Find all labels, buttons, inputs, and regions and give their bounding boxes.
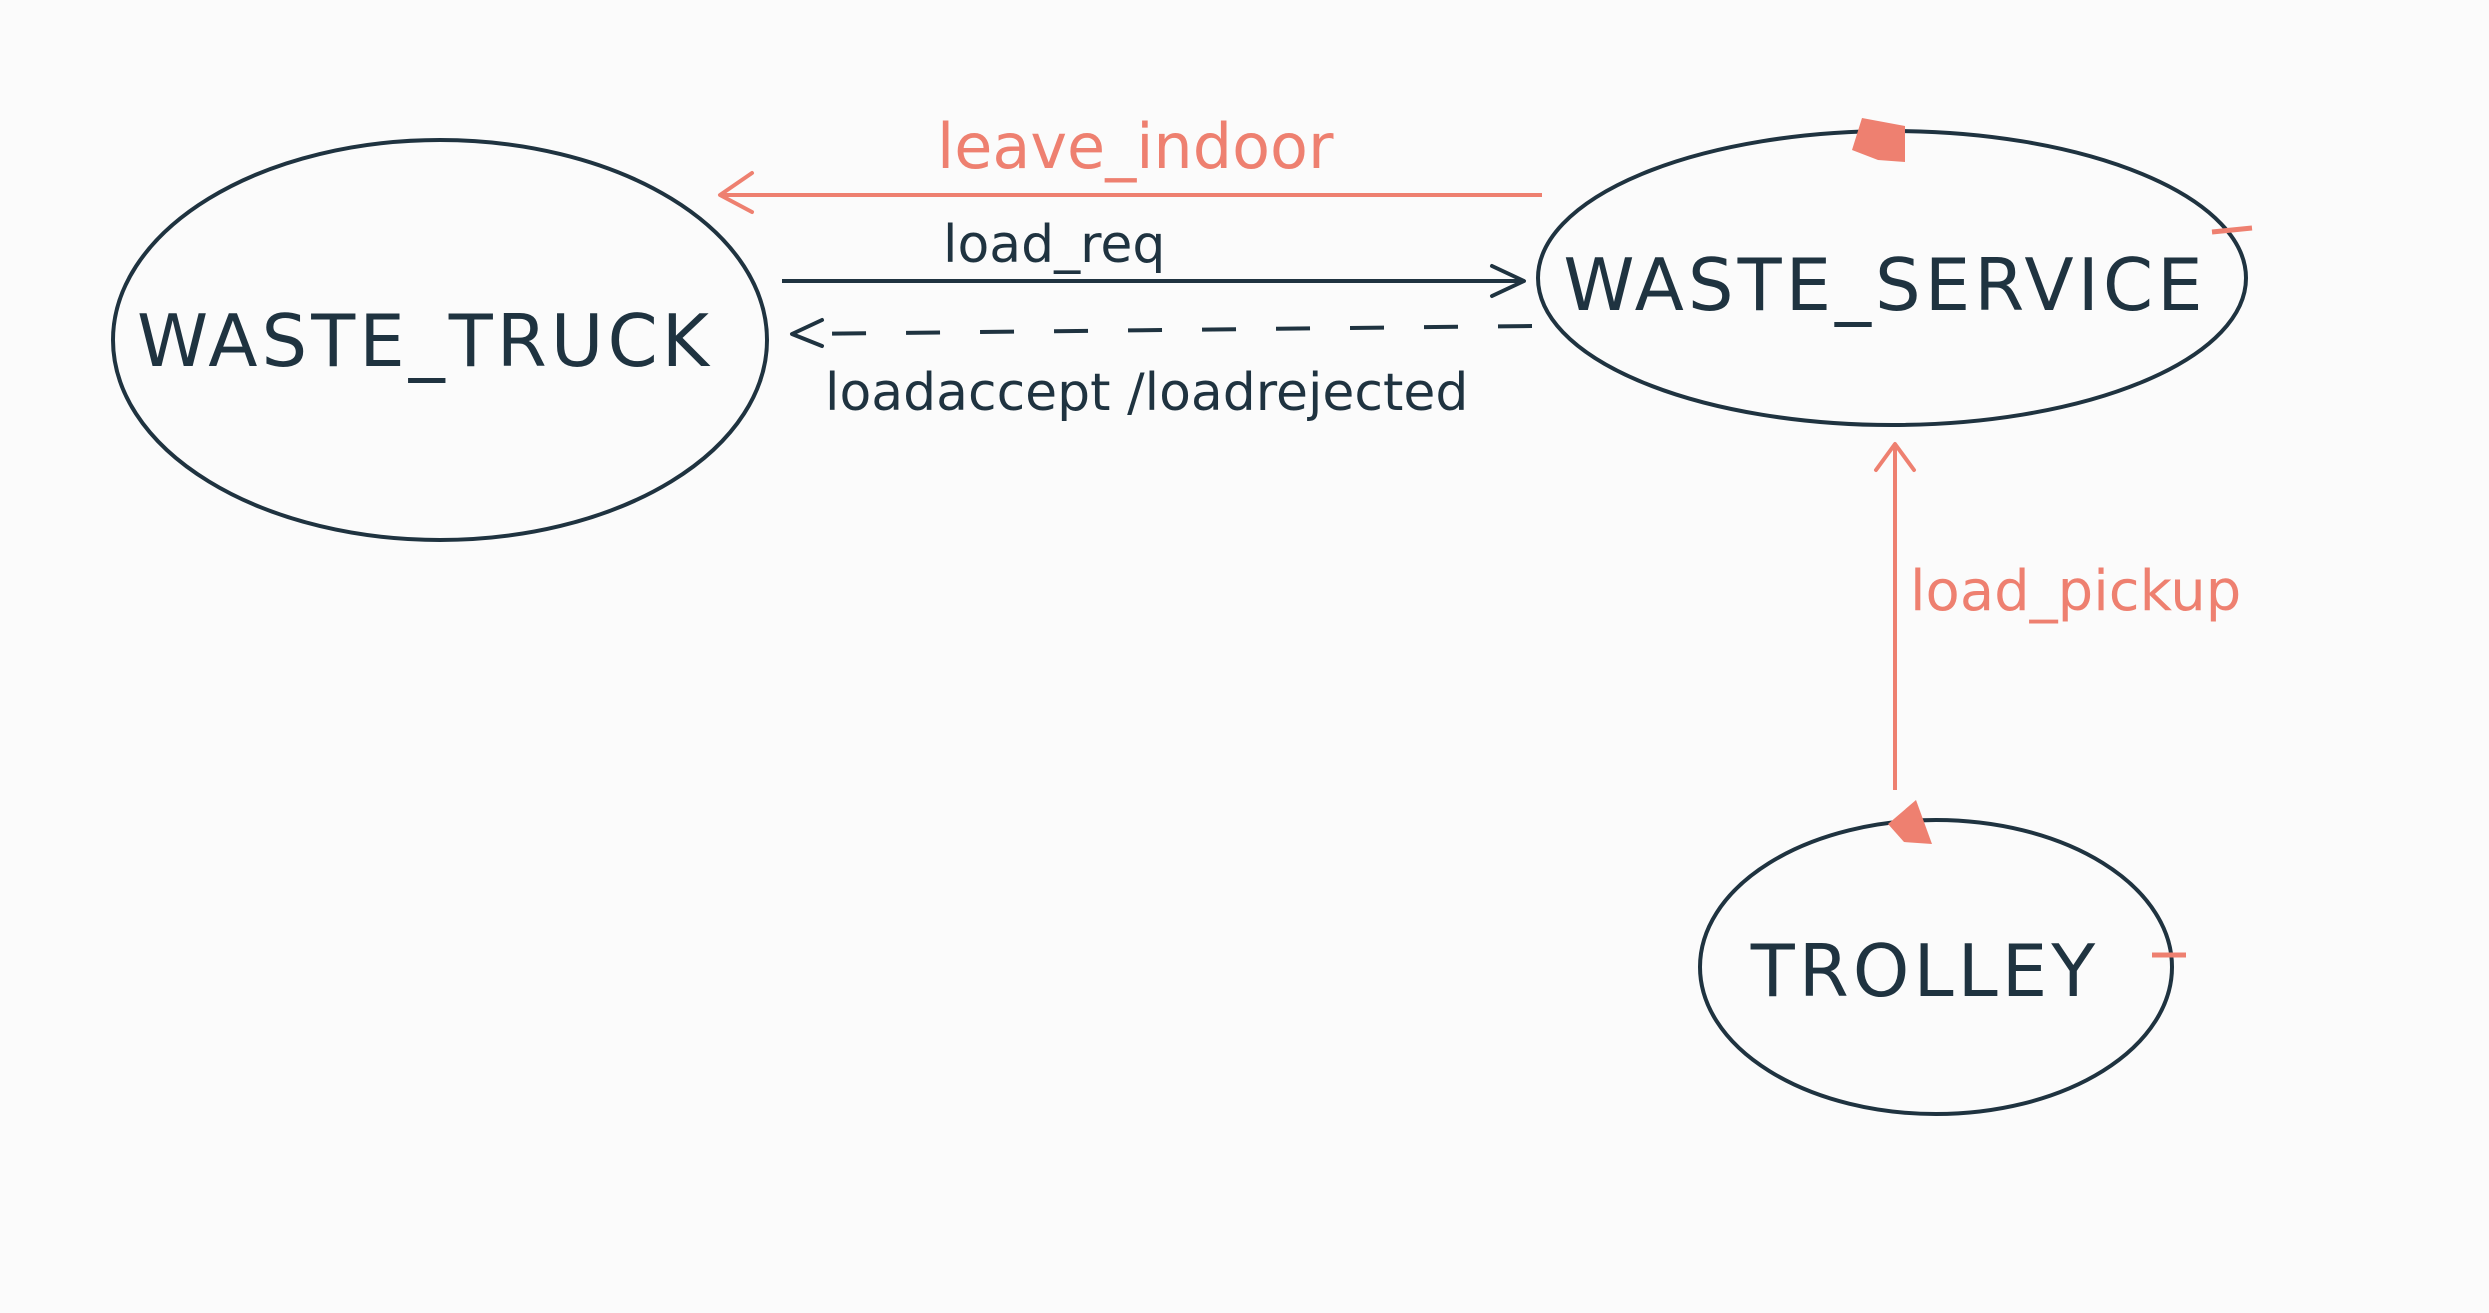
edge-load-reply[interactable]: loadaccept /loadrejected: [790, 318, 1533, 423]
arrowhead-left-icon: [790, 318, 824, 348]
edge-load-pickup-label: load_pickup: [1910, 559, 2241, 624]
edge-load-pickup[interactable]: load_pickup: [1874, 442, 2241, 790]
arrowhead-up-icon: [1874, 442, 1916, 472]
node-waste-service[interactable]: WASTE_SERVICE: [1536, 118, 2253, 427]
edge-leave-indoor[interactable]: leave_indoor: [718, 110, 1542, 214]
edge-load-reply-label: loadaccept /loadrejected: [825, 363, 1468, 423]
edge-load-req-label: load_req: [943, 215, 1165, 275]
node-waste-truck-shape: [111, 138, 769, 542]
node-trolley[interactable]: TROLLEY: [1698, 800, 2186, 1116]
node-trolley-shape: [1698, 818, 2174, 1116]
edge-load-req[interactable]: load_req: [782, 215, 1526, 298]
node-trolley-label: TROLLEY: [1750, 929, 2099, 1013]
port-tick-icon: [2211, 225, 2253, 235]
port-marker-icon: [1852, 118, 1905, 162]
edge-leave-indoor-label: leave_indoor: [937, 110, 1334, 183]
node-waste-truck-label: WASTE_TRUCK: [137, 299, 713, 383]
arrowhead-left-icon: [718, 171, 754, 214]
edge-load-reply-line: [799, 324, 1533, 336]
arrowhead-right-icon: [1490, 264, 1526, 298]
node-waste-truck[interactable]: WASTE_TRUCK: [111, 138, 769, 542]
port-marker-icon: [1888, 800, 1932, 844]
node-waste-service-label: WASTE_SERVICE: [1563, 243, 2206, 327]
